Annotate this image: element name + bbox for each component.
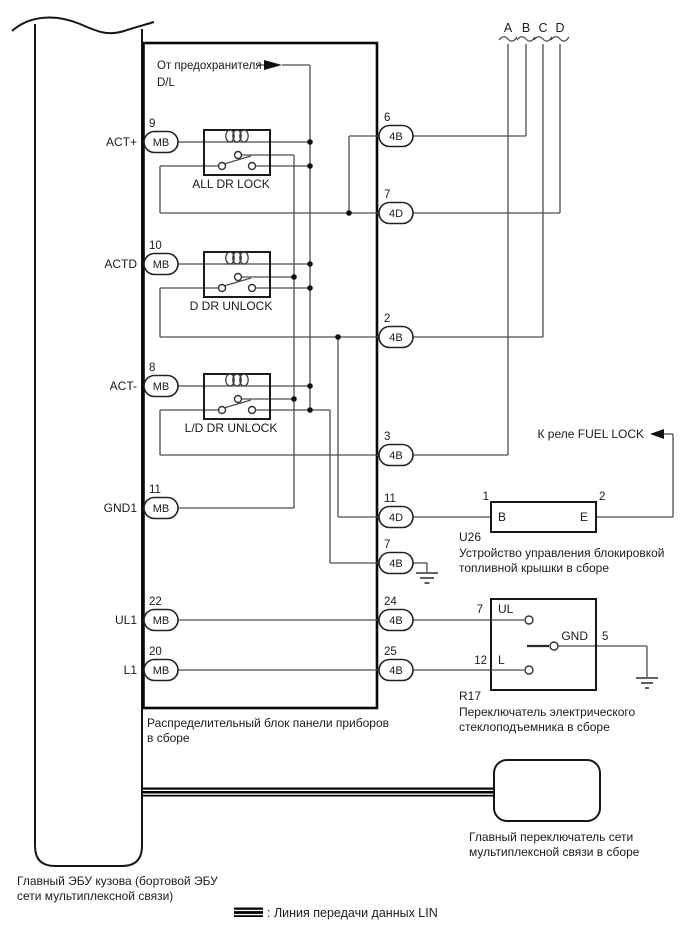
- multiplex-switch-label-line1: Главный переключатель сети: [469, 830, 633, 844]
- relay-label-d-dr-unlock: D DR UNLOCK: [190, 299, 273, 313]
- pin-number: 3: [384, 431, 390, 443]
- multiplex-switch-box: [493, 759, 601, 822]
- connector-label: 4D: [389, 512, 403, 524]
- fuse-note-line2: D/L: [157, 77, 176, 89]
- pin-number: 25: [384, 646, 397, 658]
- multiplex-switch-label-line2: мультиплексной связи в сборе: [469, 845, 640, 859]
- ecu-label-line2: сети мультиплексной связи): [17, 889, 173, 903]
- u26-desc-line2: топливной крышки в сборе: [459, 561, 609, 575]
- fuel-lock-arrow-icon: [650, 429, 664, 439]
- signal-act-plus: ACT+: [106, 135, 137, 149]
- connector-label: MB: [153, 615, 170, 627]
- legend-lin-icon: [234, 907, 263, 917]
- connector-label: MB: [153, 137, 170, 149]
- pin-number: 22: [149, 596, 162, 608]
- r17-terminal-ul: UL: [498, 602, 514, 616]
- u26-desc-line1: Устройство управления блокировкой: [459, 546, 664, 560]
- connector-label: 4B: [389, 558, 402, 570]
- r17-id: R17: [459, 689, 481, 703]
- connector-label: 4D: [389, 208, 403, 220]
- pin-number: 2: [384, 313, 390, 325]
- connector-label: MB: [153, 381, 170, 393]
- fuse-note-line1: От предохранителя: [157, 60, 262, 72]
- harness-connectors: [378, 124, 414, 682]
- r17-gnd-label: GND: [561, 629, 588, 643]
- top-wire-breaks: [498, 36, 570, 42]
- junction-block-outline: [142, 41, 379, 710]
- pin-number: 7: [384, 539, 390, 551]
- pin-number: 11: [149, 484, 161, 496]
- relay-all-dr-lock: [203, 129, 271, 176]
- signal-gnd1: GND1: [104, 501, 138, 515]
- pin-number: 6: [384, 112, 390, 124]
- r17-desc-line2: стеклоподъемника в сборе: [459, 720, 610, 734]
- ground-icon: [416, 572, 438, 584]
- connector-label: MB: [153, 665, 170, 677]
- r17-desc-line1: Переключатель электрического: [459, 705, 636, 719]
- relay-label-all-dr-lock: ALL DR LOCK: [192, 177, 270, 191]
- ground-icon: [636, 677, 658, 689]
- pin-number: 8: [149, 362, 155, 374]
- mb-connectors: [143, 130, 179, 682]
- r17-pin-l: 12: [474, 655, 487, 667]
- signal-actd: ACTD: [104, 257, 137, 271]
- relay-d-dr-unlock: [203, 251, 271, 298]
- signal-ul1: UL1: [115, 613, 137, 627]
- pin-number: 20: [149, 646, 162, 658]
- u26-terminal-e: E: [580, 510, 588, 524]
- connector-label: 4B: [389, 131, 402, 143]
- r17-pin-ul: 7: [477, 604, 483, 616]
- r17-box: [490, 598, 597, 691]
- connector-label: MB: [153, 503, 170, 515]
- fuel-lock-note: К реле FUEL LOCK: [537, 427, 644, 441]
- u26-id: U26: [459, 530, 481, 544]
- u26-terminal-b: B: [498, 510, 506, 524]
- connector-label: 4B: [389, 332, 402, 344]
- signal-act-minus: ACT-: [110, 379, 137, 393]
- ecu-label-line1: Главный ЭБУ кузова (бортовой ЭБУ: [17, 874, 218, 888]
- signal-l1: L1: [124, 663, 138, 677]
- pin-number: 9: [149, 118, 155, 130]
- u26-pin2: 2: [599, 491, 605, 503]
- wires-internal: [159, 60, 379, 671]
- connector-label: 4B: [389, 615, 402, 627]
- relay-ld-dr-unlock: [203, 373, 271, 420]
- pin-number: 10: [149, 240, 162, 252]
- junction-block-label-line2: в сборе: [147, 731, 190, 745]
- pin-number: 7: [384, 189, 390, 201]
- connector-label: 4B: [389, 450, 402, 462]
- connector-label: MB: [153, 259, 170, 271]
- r17-terminal-l: L: [498, 653, 505, 667]
- junction-dots: [291, 139, 352, 413]
- wire-letter-c: C: [538, 21, 547, 35]
- wire-letter-a: A: [504, 21, 513, 35]
- u26-pin1: 1: [483, 491, 489, 503]
- u26-box: [490, 501, 597, 533]
- relay-label-ld-dr-unlock: L/D DR UNLOCK: [185, 421, 278, 435]
- r17-pin-gnd: 5: [602, 631, 608, 643]
- lin-bus: [143, 787, 494, 797]
- wire-letter-d: D: [555, 21, 564, 35]
- fuse-arrow-icon: [264, 60, 282, 70]
- wires-external: [413, 44, 674, 689]
- junction-block-label-line1: Распределительный блок панели приборов: [147, 716, 389, 730]
- pin-number: 24: [384, 596, 397, 608]
- body-ecu-outline: [11, 16, 155, 867]
- wire-letter-b: B: [522, 21, 530, 35]
- connector-label: 4B: [389, 665, 402, 677]
- ecu-break-wave: [11, 16, 155, 35]
- legend-label: : Линия передачи данных LIN: [267, 906, 438, 920]
- pin-number: 11: [384, 493, 396, 505]
